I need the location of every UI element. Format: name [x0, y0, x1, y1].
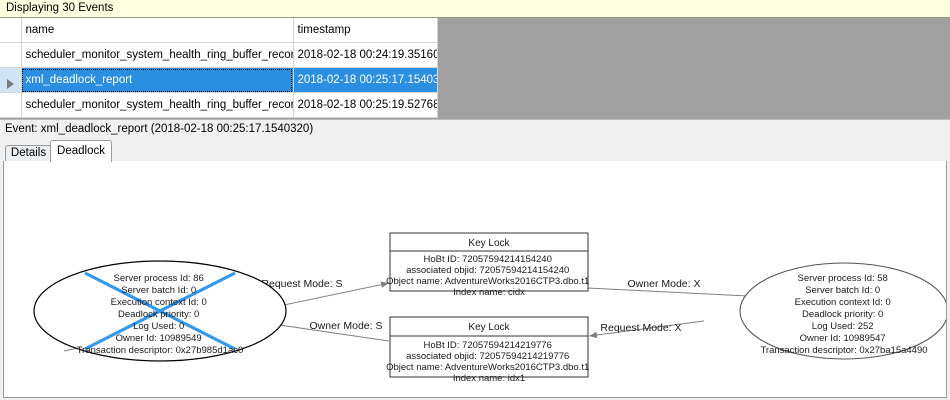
keylock-bottom-title: Key Lock	[468, 322, 510, 333]
row-selector-cell[interactable]	[0, 42, 22, 68]
events-grid-area[interactable]: name timestamp scheduler_monitor_system_…	[0, 18, 950, 119]
events-grid[interactable]: name timestamp scheduler_monitor_system_…	[0, 18, 438, 118]
cell-timestamp[interactable]: 2018-02-18 00:25:19.5276859	[293, 92, 438, 118]
table-row[interactable]: scheduler_monitor_system_health_ring_buf…	[0, 92, 438, 118]
keylock-top-title: Key Lock	[468, 238, 510, 249]
event-caption: Event: xml_deadlock_report (2018-02-18 0…	[0, 119, 950, 138]
row-arrow-icon	[6, 79, 14, 89]
edge-top-owner-right: Owner Mode: X	[586, 278, 769, 300]
edge-label-owner-mode-x: Owner Mode: X	[628, 278, 701, 290]
edge-label-owner-mode-s: Owner Mode: S	[310, 320, 383, 332]
cell-timestamp[interactable]: 2018-02-18 00:24:19.3516078	[293, 42, 438, 68]
keylock-bottom-details: HoBt ID: 72057594214219776 associated ob…	[386, 340, 592, 384]
cell-name[interactable]: scheduler_monitor_system_health_ring_buf…	[21, 92, 294, 118]
process-node-right[interactable]: Server process Id: 58 Server batch Id: 0…	[739, 262, 947, 360]
cell-name[interactable]: xml_deadlock_report	[21, 67, 294, 93]
keylock-top-details: HoBt ID: 72057594214154240 associated ob…	[386, 254, 592, 298]
cell-timestamp[interactable]: 2018-02-18 00:25:17.1540320	[293, 67, 438, 93]
row-selector-cell[interactable]	[0, 92, 22, 118]
deadlock-victim-cross-icon	[84, 271, 236, 351]
tab-strip: Details Deadlock	[0, 138, 950, 162]
resource-node-keylock-top[interactable]: Key Lock HoBt ID: 72057594214154240 asso…	[386, 232, 592, 298]
tab-details[interactable]: Details	[5, 145, 52, 162]
column-header-name[interactable]: name	[21, 18, 294, 43]
events-count-banner: Displaying 30 Events	[0, 0, 950, 18]
cell-name[interactable]: scheduler_monitor_system_health_ring_buf…	[21, 42, 294, 68]
table-row[interactable]: scheduler_monitor_system_health_ring_buf…	[0, 42, 438, 68]
process-node-left[interactable]: Server process Id: 86 Server batch Id: 0…	[33, 260, 287, 362]
tab-deadlock[interactable]: Deadlock	[50, 140, 112, 162]
resource-node-keylock-bottom[interactable]: Key Lock HoBt ID: 72057594214219776 asso…	[386, 316, 592, 384]
deadlock-graph-canvas[interactable]: Request Mode: S Owner Mode: X Owner Mode…	[3, 161, 947, 398]
grid-header-row: name timestamp	[0, 18, 438, 43]
edge-label-request-mode-x: Request Mode: X	[600, 322, 681, 334]
process-left-details: Server process Id: 86 Server batch Id: 0…	[77, 273, 244, 356]
keylock-top-box[interactable]	[389, 232, 589, 292]
row-selector-cell[interactable]	[0, 67, 22, 93]
column-header-selector[interactable]	[0, 18, 22, 43]
edge-label-request-mode-s: Request Mode: S	[261, 278, 342, 290]
column-header-timestamp[interactable]: timestamp	[293, 18, 438, 43]
process-right-details: Server process Id: 58 Server batch Id: 0…	[760, 273, 927, 356]
edge-right-request-bottom: Request Mode: X	[588, 320, 705, 339]
process-ellipse-right[interactable]	[739, 262, 947, 360]
keylock-bottom-box[interactable]	[389, 316, 589, 378]
table-row-selected[interactable]: xml_deadlock_report 2018-02-18 00:25:17.…	[0, 67, 438, 93]
